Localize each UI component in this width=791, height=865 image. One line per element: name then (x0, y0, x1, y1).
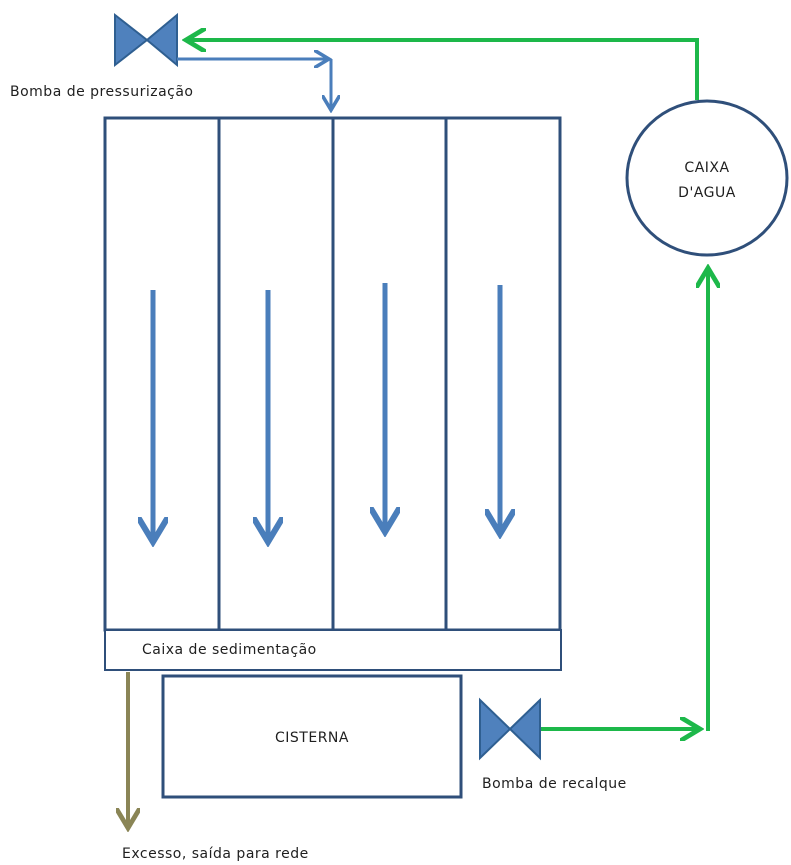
filter-column-2 (217, 116, 335, 632)
cistern-label: CISTERNA (275, 730, 349, 746)
water-tank-label-line2: D'AGUA (678, 185, 736, 201)
cistern (161, 674, 463, 799)
filter-column-3 (331, 116, 448, 632)
sedimentation-box-label: Caixa de sedimentação (142, 642, 317, 658)
water-tank-label-line1: CAIXA (684, 160, 729, 176)
filter-column-4 (444, 116, 562, 632)
booster-pump-icon (479, 697, 541, 761)
pressurized-feed-line (177, 59, 331, 110)
booster-pump-label: Bomba de recalque (482, 776, 627, 792)
filter-column-1 (103, 116, 221, 632)
recirculation-line (186, 40, 708, 731)
filter-columns (103, 116, 562, 632)
water-tank (625, 99, 789, 257)
sedimentation-box (104, 629, 562, 671)
pressurization-pump-icon (114, 12, 178, 68)
pressurization-pump-label: Bomba de pressurização (10, 84, 194, 100)
column-flow-arrows (153, 283, 500, 542)
overflow-label: Excesso, saída para rede (122, 846, 309, 862)
